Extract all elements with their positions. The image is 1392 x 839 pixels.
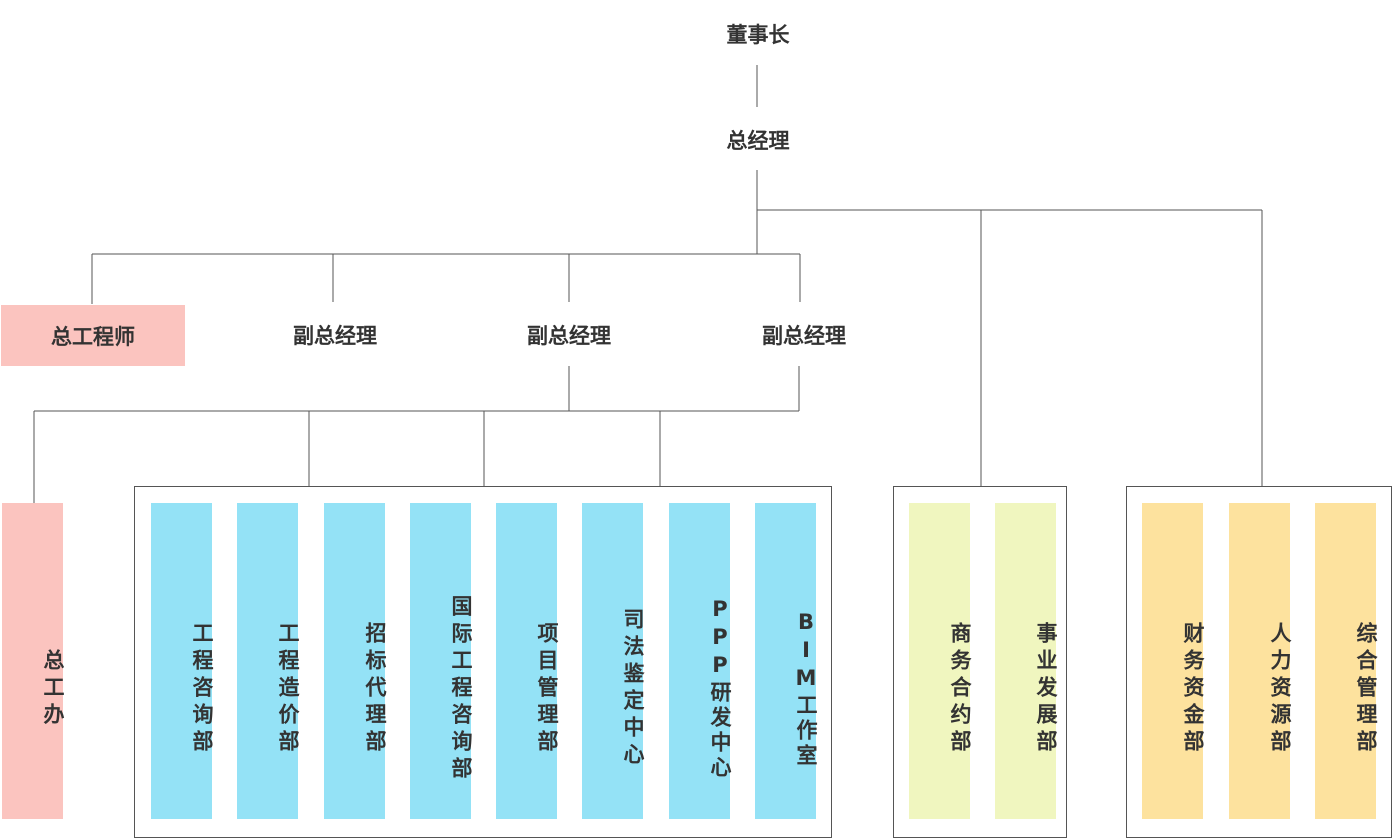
dept-finance: 财务资金部 (1142, 503, 1205, 819)
general-manager-node: 总经理 (726, 129, 790, 153)
dept-judicial-appraisal: 司法鉴定中心 (582, 503, 645, 819)
dept-international-consulting: 国际工程咨询部 (410, 503, 473, 819)
dept-engineering-consulting: 工程咨询部 (151, 503, 214, 819)
chairman-node: 董事长 (726, 23, 790, 47)
vice-gm-node-1: 副总经理 (293, 324, 377, 348)
chief-engineer-node: 总工程师 (1, 305, 185, 366)
dept-business-contracts: 商务合约部 (909, 503, 972, 819)
dept-project-management: 项目管理部 (496, 503, 559, 819)
dept-business-development: 事业发展部 (995, 503, 1058, 819)
dept-tender-agency: 招标代理部 (324, 503, 387, 819)
dept-engineering-cost: 工程造价部 (237, 503, 300, 819)
dept-bim-studio: BIM工作室 (755, 503, 818, 819)
chief-engineer-office-node: 总工办 (2, 503, 65, 819)
dept-general-management: 综合管理部 (1315, 503, 1378, 819)
vice-gm-node-3: 副总经理 (762, 324, 846, 348)
dept-human-resources: 人力资源部 (1229, 503, 1292, 819)
dept-ppp-research: PPP研发中心 (669, 503, 732, 819)
vice-gm-node-2: 副总经理 (527, 324, 611, 348)
